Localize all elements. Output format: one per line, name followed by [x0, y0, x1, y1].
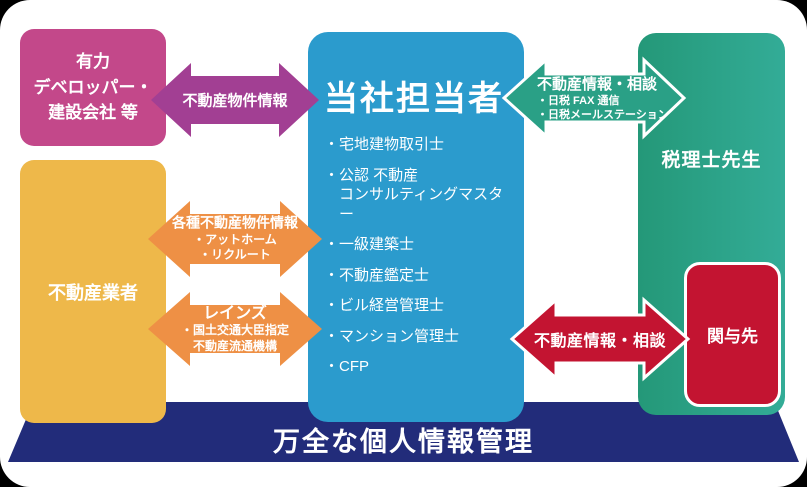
various-property-info-item: ・リクルート: [199, 247, 271, 262]
realtor-box-label: 不動産業者: [48, 282, 138, 303]
client-consult-arrow: 不動産情報・相談: [509, 296, 691, 382]
various-property-info-item: ・アットホーム: [193, 232, 277, 247]
tax-consult-arrow: 不動産情報・相談 ・日税 FAX 通信 ・日税メールステーション: [501, 56, 687, 140]
double-arrow-icon: [148, 292, 322, 366]
developer-box-label: 有力 デベロッパー・ 建設会社 等: [33, 52, 153, 123]
tax-consult-title: 不動産情報・相談: [537, 76, 658, 94]
reins-item: 不動産流通機構: [192, 338, 277, 353]
realtor-box: 不動産業者: [20, 160, 166, 423]
reins-item: ・国土交通大臣指定: [180, 323, 289, 337]
various-property-info-arrow: 各種不動産物件情報 ・アットホーム ・リクルート: [148, 201, 322, 277]
double-arrow-icon: [501, 56, 687, 140]
tax-accountant-box-label: 税理士先生: [661, 150, 762, 171]
reins-arrow: レインズ ・国土交通大臣指定 不動産流通機構: [148, 292, 322, 366]
qualification-item: ・CFP: [324, 358, 370, 376]
client-consult-arrow-label: 不動産情報・相談: [533, 333, 666, 350]
qualification-item: ・一級建築士: [324, 236, 415, 254]
qualification-item: ・マンション管理士: [324, 327, 460, 345]
double-arrow-icon: [151, 63, 319, 137]
property-info-arrow-label: 不動産物件情報: [182, 92, 288, 110]
reins-title: レインズ: [203, 304, 267, 322]
staff-box-title: 当社担当者: [324, 80, 504, 118]
tax-consult-item: ・日税 FAX 通信: [537, 95, 620, 108]
property-info-arrow: 不動産物件情報: [151, 63, 319, 137]
qualification-item: ・ビル経営管理士: [324, 297, 445, 315]
developer-box: 有力 デベロッパー・ 建設会社 等: [20, 29, 166, 146]
qualification-item: ・公認 不動産 コンサルティングマスター: [324, 166, 504, 223]
qualification-item: ・宅地建物取引士: [324, 136, 445, 154]
staff-box: 当社担当者 ・宅地建物取引士 ・公認 不動産 コンサルティングマスター ・一級建…: [308, 32, 524, 422]
qualification-item: ・不動産鑑定士: [324, 266, 430, 284]
client-box: 関与先: [684, 262, 781, 407]
double-arrow-icon: [148, 201, 322, 277]
tax-consult-item: ・日税メールステーション: [537, 109, 669, 122]
client-box-label: 関与先: [707, 327, 758, 346]
double-arrow-icon: [509, 296, 691, 382]
privacy-banner-label: 万全な個人情報管理: [273, 426, 534, 457]
various-property-info-title: 各種不動産物件情報: [172, 214, 298, 231]
qualification-list: ・宅地建物取引士 ・公認 不動産 コンサルティングマスター ・一級建築士 ・不動…: [324, 135, 510, 377]
